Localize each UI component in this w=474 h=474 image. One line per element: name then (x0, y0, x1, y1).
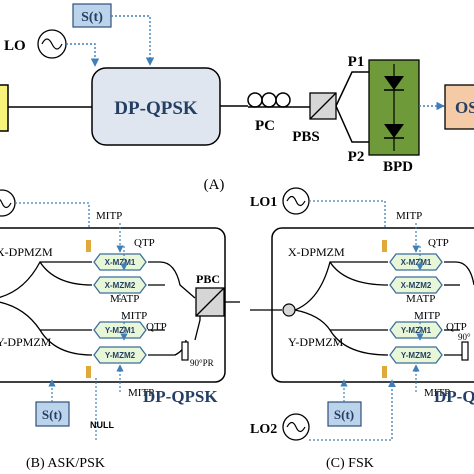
lo-line (66, 43, 100, 67)
x-arm-lower (39, 261, 93, 286)
panel-b-caption: (B) ASK/PSK (26, 456, 105, 471)
mitp-top-label: MITP (96, 210, 122, 222)
x-dpmzm-label: X-DPMZM (0, 245, 53, 259)
y-dpmzm-label: Y-DPMZM (0, 335, 52, 349)
sine-wave-icon (41, 38, 63, 50)
y-mzm2-label: Y-MZM2 (401, 351, 432, 360)
pr-label: 90°PR (190, 358, 214, 368)
x-dpmzm-label: X-DPMZM (288, 245, 345, 259)
signal-label: S(t) (81, 10, 103, 25)
null-label: NULL (90, 420, 114, 430)
lo-label: LO (4, 38, 26, 54)
lo1-label: LO1 (250, 195, 277, 210)
x-mzm2: X-MZM2 (93, 276, 147, 294)
pbc-diagonal (195, 287, 225, 317)
fiber-p1 (335, 71, 370, 107)
electrode-y2 (86, 366, 91, 378)
pbc-label: PBC (196, 272, 220, 286)
electrode-y2 (382, 366, 387, 378)
p1-label: P1 (348, 54, 365, 70)
panel-c-footer-label: DP-Q (434, 387, 474, 406)
modulator-label: DP-QPSK (114, 98, 198, 119)
p2-label: P2 (348, 149, 365, 165)
panel-b: X-DPMZM Y-DPMZM X-MZM1 X-MZM2 Y-MZM1 Y-M… (0, 189, 240, 471)
lo2-label: LO2 (250, 422, 277, 437)
polarization-rotator (181, 341, 189, 361)
matp-label: MATP (406, 293, 435, 305)
y-dpmzm-label: Y-DPMZM (288, 335, 344, 349)
y-arm-upper (294, 309, 388, 331)
photodiode-icon (384, 124, 404, 139)
y-mzm2-label: Y-MZM2 (105, 351, 136, 360)
x-mzm1: X-MZM1 (93, 253, 147, 271)
polarization-controller-icon (247, 92, 291, 108)
signal-label: S(t) (334, 407, 354, 422)
bpd-label: BPD (383, 159, 413, 175)
x-recombine (444, 261, 474, 286)
y-arm-upper (0, 301, 92, 331)
qtp-top-label: QTP (134, 237, 155, 249)
matp-label: MATP (110, 293, 139, 305)
y-mzm1: Y-MZM1 (389, 321, 443, 339)
sine-wave-icon (286, 421, 306, 433)
lo-line (15, 202, 90, 236)
y-mzm1-label: Y-MZM1 (401, 326, 432, 335)
mitp-top-label: MITP (396, 210, 422, 222)
photodiode-icon (384, 76, 404, 91)
panel-a-caption: (A) (204, 177, 225, 193)
qtp-top-label: QTP (428, 237, 449, 249)
os-box (444, 84, 474, 130)
x-mzm2-label: X-MZM2 (105, 281, 136, 290)
x-arm-lower (329, 261, 389, 286)
x-mzm2-label: X-MZM2 (401, 281, 432, 290)
panel-b-footer-label: DP-QPSK (143, 387, 218, 406)
signal-box (35, 401, 70, 427)
dpqpsk-outer-box (0, 227, 226, 383)
mitp-bottom-label: MITP (424, 387, 450, 399)
mitp-mid-label: MITP (414, 310, 440, 322)
y-mzm2: Y-MZM2 (93, 346, 147, 364)
x-recombine (148, 261, 196, 299)
signal-label: S(t) (42, 407, 62, 422)
panel-a: S(t) LO DP-QPSK PC PBS P1 P2 (0, 3, 474, 193)
panel-c: LO1 X-DPMZM Y-DPMZM X-MZM1 X-MZM2 Y-MZM1 (250, 187, 474, 471)
splitter-icon (282, 303, 296, 317)
qtp-bottom-label: QTP (146, 321, 167, 333)
y-arm-lower (329, 329, 389, 356)
x-mzm1: X-MZM1 (389, 253, 443, 271)
pr-label: 90° (458, 332, 471, 342)
qtp-bottom-label: QTP (446, 321, 467, 333)
pbs-diagonal (309, 92, 337, 120)
electrode-x1 (86, 240, 91, 252)
x-mzm1-label: X-MZM1 (401, 258, 432, 267)
x-mzm2: X-MZM2 (389, 276, 443, 294)
electrode-x1 (382, 240, 387, 252)
sine-wave-icon (286, 195, 306, 207)
mitp-mid-label: MITP (121, 310, 147, 322)
polarization-rotator (461, 341, 469, 361)
sine-wave-icon (0, 198, 12, 209)
os-label: OS (455, 98, 474, 117)
y-arm-lower (39, 329, 93, 356)
laser-source (0, 84, 9, 132)
y-mzm1-label: Y-MZM1 (105, 326, 136, 335)
y-mzm1: Y-MZM1 (93, 321, 147, 339)
fiber-p2 (335, 105, 370, 143)
panel-c-caption: (C) FSK (326, 456, 374, 471)
x-mzm1-label: X-MZM1 (105, 258, 136, 267)
pbs-label: PBS (292, 129, 320, 145)
signal-line (111, 15, 155, 66)
pc-label: PC (255, 118, 275, 134)
lo1-line (309, 200, 386, 236)
y-mzm2: Y-MZM2 (389, 346, 443, 364)
mitp-bottom-label: MITP (128, 387, 154, 399)
